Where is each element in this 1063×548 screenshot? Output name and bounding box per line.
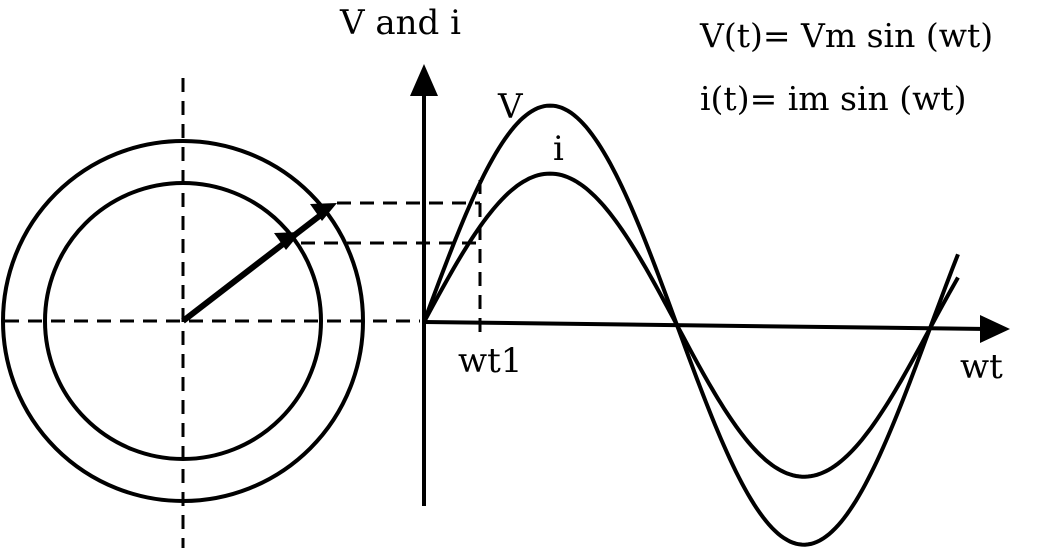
phasor-i-arrowhead: [274, 232, 301, 250]
y-axis-arrowhead: [410, 64, 438, 96]
phasor-arrows: [181, 203, 337, 324]
phasor-v-shaft: [181, 211, 324, 324]
i-waveform: [422, 171, 960, 479]
wt1-tick-label: wt1: [458, 341, 522, 381]
y-axis-label: V and i: [339, 3, 461, 43]
v-curve-label: V: [497, 87, 524, 127]
phasor-v-arrowhead: [310, 203, 337, 221]
i-equation: i(t)= im sin (wt): [700, 79, 967, 118]
x-axis: [423, 320, 989, 331]
x-axis-label: wt: [960, 347, 1003, 387]
v-waveform: [422, 103, 960, 547]
waveforms: [422, 103, 960, 547]
x-axis-arrowhead: [980, 315, 1010, 343]
v-equation: V(t)= Vm sin (wt): [699, 16, 993, 55]
waveform-axes: [410, 64, 1010, 506]
i-curve-label: i: [553, 129, 564, 169]
circle-crosshair: [5, 78, 420, 548]
projection-lines: [301, 180, 482, 338]
